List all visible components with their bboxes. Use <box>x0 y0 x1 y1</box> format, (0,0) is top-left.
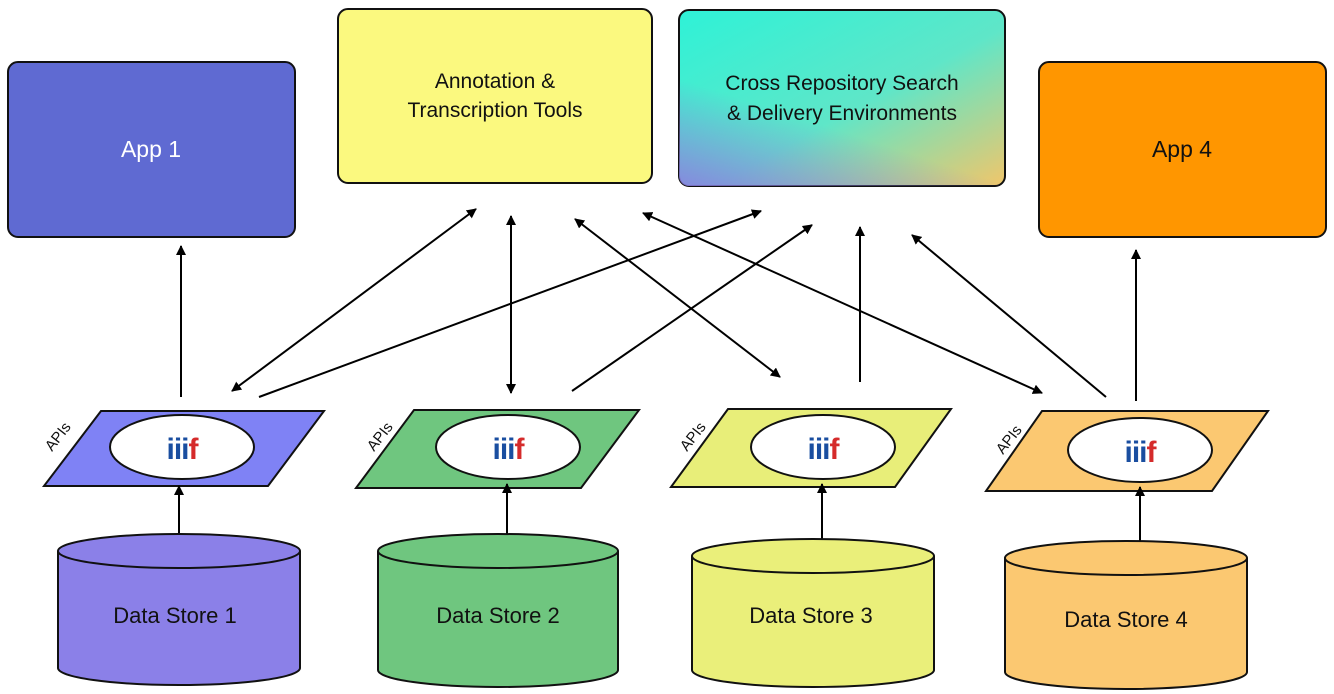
cylinder-body <box>691 556 935 688</box>
app1-box: App 1 <box>7 61 296 238</box>
api-layer-4: iiif APIs <box>984 410 1270 492</box>
data-store-3-label: Data Store 3 <box>749 603 873 628</box>
iiif-logo-oval <box>109 414 255 480</box>
arrow-store1-annotation <box>231 208 477 392</box>
apis-label: APIs <box>42 419 75 454</box>
app4-box: App 4 <box>1038 61 1327 238</box>
cross-repo-label-line1: Cross Repository Search <box>725 72 958 95</box>
cylinder-top <box>57 533 301 569</box>
data-store-2-label: Data Store 2 <box>436 603 560 628</box>
iiif-logo-icon: iiif <box>807 433 840 466</box>
data-store-4: Data Store 4 <box>1004 540 1248 690</box>
iiif-logo-f: f <box>515 433 526 466</box>
cross-repo-label-line2: & Delivery Environments <box>727 102 957 125</box>
annotation-label-line2: Transcription Tools <box>407 99 582 122</box>
iiif-logo-f: f <box>830 433 841 466</box>
cylinder-top <box>1004 540 1248 576</box>
iiif-logo-f: f <box>1147 436 1158 469</box>
data-store-1-label: Data Store 1 <box>113 603 237 628</box>
iiif-logo-f: f <box>189 433 200 466</box>
app1-label: App 1 <box>121 136 181 162</box>
cross-repository-box: Cross Repository Search & Delivery Envir… <box>678 9 1006 187</box>
data-store-1: Data Store 1 <box>57 533 301 686</box>
cylinder-body <box>377 551 619 688</box>
api-layer-1: iiif APIs <box>42 410 326 487</box>
iiif-logo-icon: iiif <box>166 433 199 466</box>
annotation-label-line1: Annotation & <box>435 70 555 93</box>
iiif-logo-oval <box>750 414 896 480</box>
data-store-2: Data Store 2 <box>377 533 619 688</box>
cylinder-top <box>691 538 935 574</box>
arrow-store4-annotation <box>642 212 1043 394</box>
cylinder-body <box>1004 558 1248 690</box>
arrow-store4-to-crossrepo <box>911 234 1107 398</box>
store-to-api-arrows <box>174 483 1145 557</box>
iiif-logo-oval <box>1067 417 1213 483</box>
iiif-logo-icon: iiif <box>492 433 525 466</box>
iiif-logo-icon: iiif <box>1124 436 1157 469</box>
api-layer-2: iiif APIs <box>354 409 641 489</box>
annotation-tools-box: Annotation & Transcription Tools <box>337 8 653 184</box>
connections <box>176 208 1141 401</box>
cylinder-body <box>57 551 301 686</box>
data-store-3: Data Store 3 <box>691 538 935 688</box>
cylinder-top <box>377 533 619 569</box>
api-layer-3: iiif APIs <box>669 408 953 488</box>
app4-label: App 4 <box>1152 136 1212 162</box>
data-store-4-label: Data Store 4 <box>1064 607 1188 632</box>
iiif-logo-oval <box>435 414 581 480</box>
